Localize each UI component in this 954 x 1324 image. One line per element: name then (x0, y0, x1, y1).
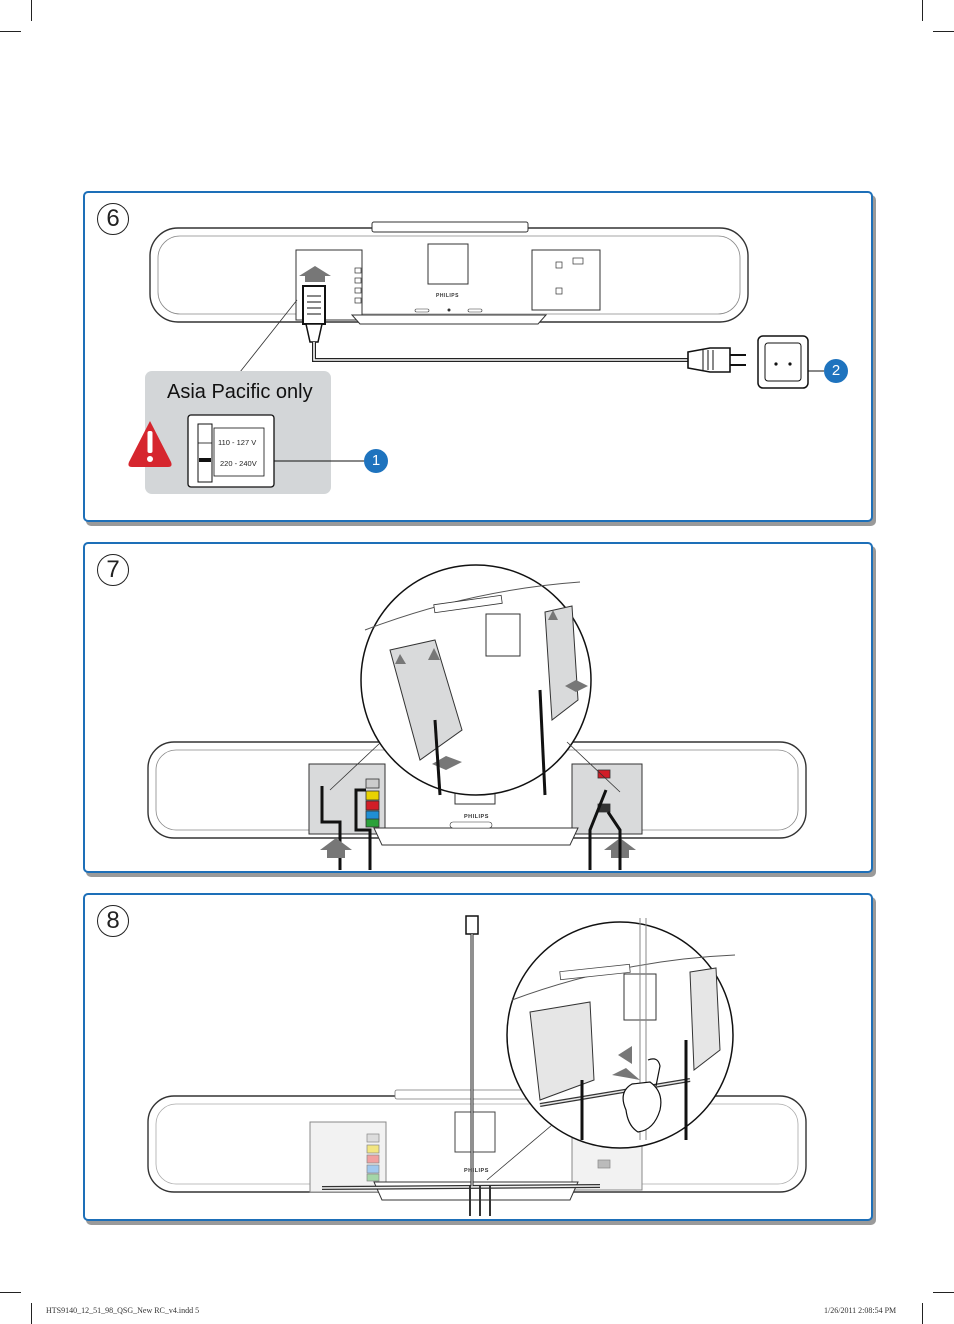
region-note-title: Asia Pacific only (167, 381, 313, 403)
brand-logo: PHILIPS (464, 814, 489, 820)
voltage-low-label: 110 - 127 V (218, 438, 257, 447)
crop-mark (922, 1303, 923, 1324)
step-number: 6 (97, 203, 129, 235)
crop-mark (0, 31, 21, 32)
crop-mark (933, 31, 954, 32)
footer-timestamp: 1/26/2011 2:08:54 PM (824, 1306, 897, 1315)
callout-1: 1 (364, 449, 388, 473)
crop-mark (31, 1303, 32, 1324)
step-number: 8 (97, 905, 129, 937)
brand-logo: PHILIPS (436, 293, 459, 299)
crop-mark (0, 1292, 21, 1293)
callout-2: 2 (824, 359, 848, 383)
brand-logo: PHILIPS (464, 1168, 489, 1174)
step-6-panel: 6 (83, 191, 873, 522)
crop-mark (933, 1292, 954, 1293)
crop-mark (922, 0, 923, 21)
footer-file-info: HTS9140_12_51_98_QSG_New RC_v4.indd 5 (46, 1306, 200, 1315)
step-number: 7 (97, 554, 129, 586)
step-7-panel: 7 (83, 542, 873, 873)
crop-mark (31, 0, 32, 21)
voltage-high-label: 220 - 240V (220, 459, 257, 468)
